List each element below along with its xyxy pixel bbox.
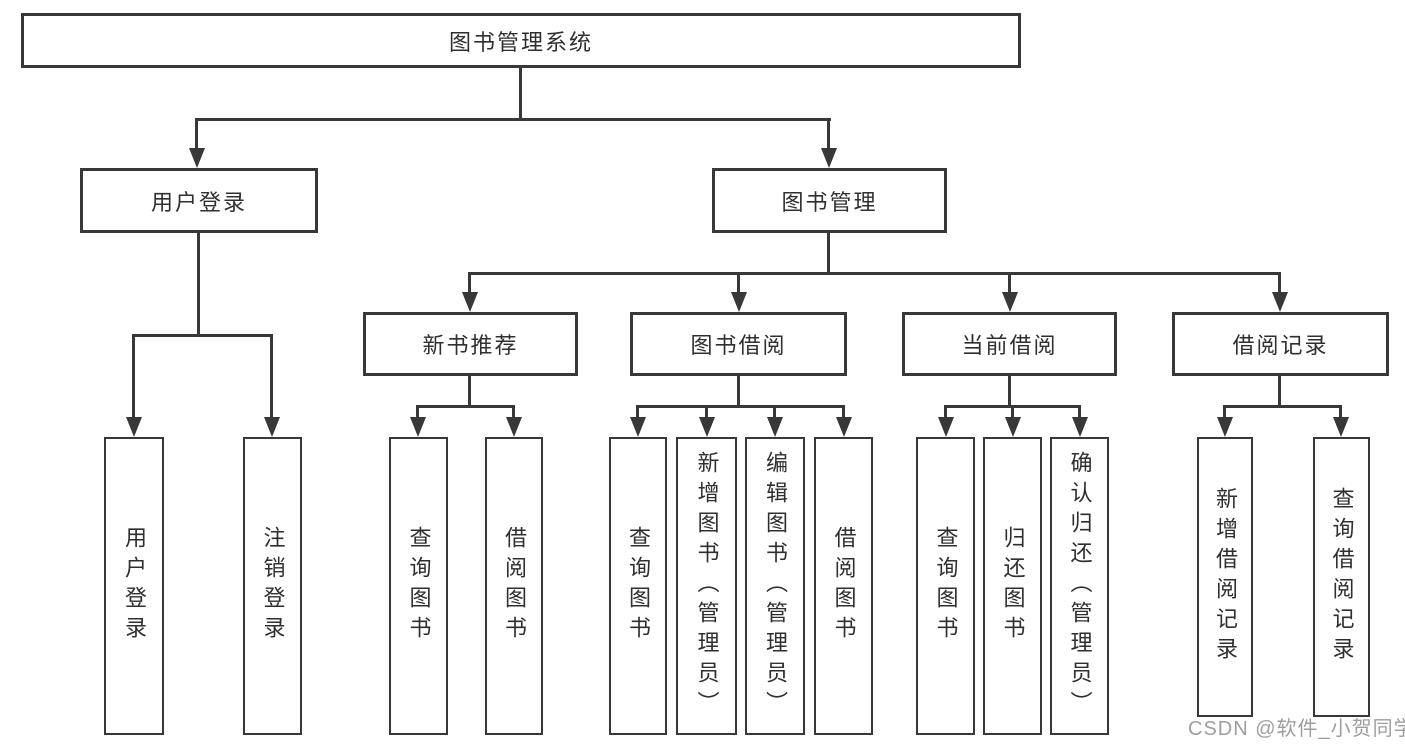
- connector-line: [1278, 376, 1281, 407]
- arrow-down-icon: [1333, 417, 1349, 437]
- arrow-down-icon: [1072, 417, 1088, 437]
- arrow-down-icon: [1005, 417, 1021, 437]
- connector-line: [842, 405, 845, 418]
- connector-line: [416, 405, 515, 408]
- connector-line: [468, 272, 471, 293]
- arrow-down-icon: [126, 417, 142, 437]
- connector-line: [1008, 272, 1011, 293]
- node-book-borrowing: 图书借阅: [630, 312, 847, 376]
- leaf-query-books-borrowing: 查询图书: [609, 437, 667, 735]
- leaf-user-login: 用户登录: [104, 437, 164, 735]
- arrow-down-icon: [1272, 292, 1288, 312]
- leaf-confirm-return-admin: 确认归还（管理员）: [1050, 437, 1109, 735]
- connector-line: [1339, 405, 1342, 418]
- node-borrowing-records: 借阅记录: [1172, 312, 1389, 376]
- leaf-logout: 注销登录: [243, 437, 302, 735]
- connector-line: [944, 405, 947, 418]
- leaf-add-books-admin: 新增图书（管理员）: [676, 437, 737, 735]
- connector-line: [519, 68, 522, 120]
- connector-line: [270, 334, 273, 418]
- connector-line: [1078, 405, 1081, 418]
- node-book-management: 图书管理: [712, 168, 947, 233]
- leaf-borrow-books-recommend: 借阅图书: [485, 437, 543, 735]
- leaf-query-books-recommend: 查询图书: [389, 437, 448, 735]
- connector-line: [737, 376, 740, 407]
- arrow-down-icon: [767, 417, 783, 437]
- arrow-down-icon: [938, 417, 954, 437]
- arrow-down-icon: [630, 417, 646, 437]
- connector-line: [773, 405, 776, 418]
- connector-line: [1278, 272, 1281, 293]
- node-library-management-system: 图书管理系统: [21, 13, 1021, 68]
- leaf-add-borrow-record: 新增借阅记录: [1197, 437, 1253, 717]
- arrow-down-icon: [821, 148, 837, 168]
- connector-line: [1011, 405, 1014, 418]
- connector-line: [416, 405, 419, 418]
- arrow-down-icon: [699, 417, 715, 437]
- connector-line: [827, 233, 830, 274]
- arrow-down-icon: [731, 292, 747, 312]
- arrow-down-icon: [410, 417, 426, 437]
- arrow-down-icon: [189, 148, 205, 168]
- node-user-login: 用户登录: [80, 168, 318, 233]
- connector-line: [737, 272, 740, 293]
- leaf-query-books-current: 查询图书: [916, 437, 975, 735]
- connector-line: [197, 233, 200, 336]
- connector-line: [636, 405, 845, 408]
- connector-line: [195, 118, 831, 121]
- connector-line: [468, 272, 1281, 275]
- connector-line: [705, 405, 708, 418]
- connector-line: [1008, 376, 1011, 407]
- connector-line: [132, 334, 135, 418]
- node-new-book-recommendation: 新书推荐: [363, 312, 578, 376]
- csdn-watermark: CSDN @软件_小贺同学: [1188, 718, 1405, 740]
- connector-line: [1223, 405, 1342, 408]
- connector-line: [468, 376, 471, 407]
- connector-line: [1223, 405, 1226, 418]
- connector-line: [195, 118, 198, 149]
- arrow-down-icon: [1002, 292, 1018, 312]
- leaf-return-books: 归还图书: [983, 437, 1042, 735]
- node-current-borrowing: 当前借阅: [902, 312, 1117, 376]
- connector-line: [636, 405, 639, 418]
- connector-line: [132, 334, 273, 337]
- arrow-down-icon: [462, 292, 478, 312]
- leaf-query-borrow-record: 查询借阅记录: [1313, 437, 1370, 717]
- arrow-down-icon: [506, 417, 522, 437]
- arrow-down-icon: [1217, 417, 1233, 437]
- connector-line: [512, 405, 515, 418]
- arrow-down-icon: [264, 417, 280, 437]
- leaf-edit-books-admin: 编辑图书（管理员）: [745, 437, 805, 735]
- arrow-down-icon: [836, 417, 852, 437]
- leaf-borrow-books-borrowing: 借阅图书: [814, 437, 873, 735]
- connector-line: [827, 118, 830, 149]
